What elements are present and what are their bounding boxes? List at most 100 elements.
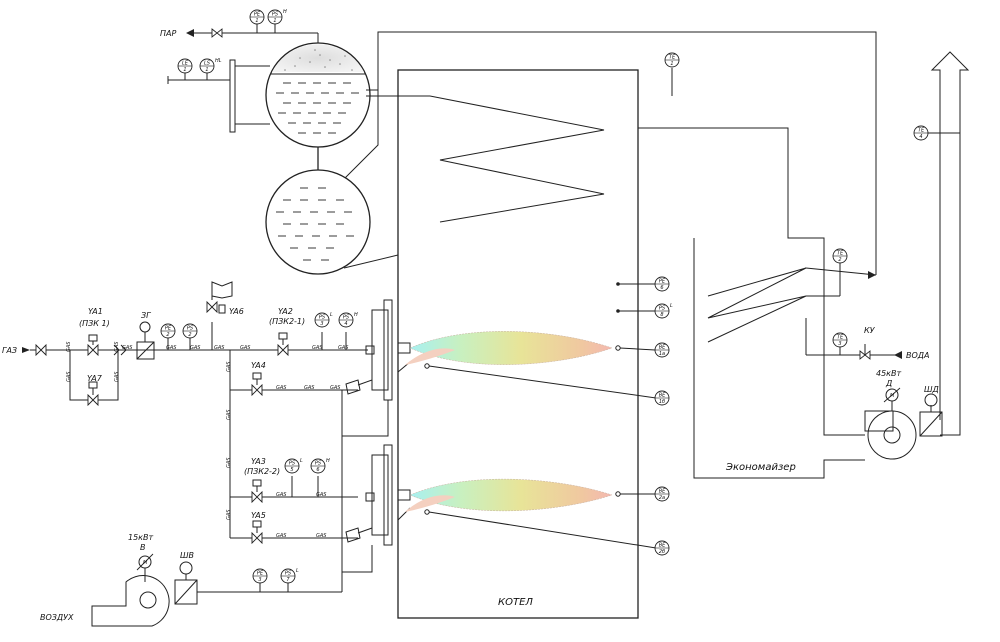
instrument-function: LS (204, 61, 211, 67)
flame-sensors (424, 282, 657, 549)
instrument-pe2: PE2 (160, 323, 176, 339)
instrument-number: 1б (659, 399, 665, 405)
instrument-number: 8 (660, 312, 663, 318)
label-ku: КУ (864, 326, 876, 335)
label-motor-v: М (143, 560, 148, 566)
instrument-number: 4 (919, 134, 922, 140)
instrument-number: 7 (286, 577, 290, 583)
gas-tag: GAS (66, 371, 72, 382)
label-water: ВОДА (906, 351, 930, 360)
instrument-function: BE (659, 393, 666, 399)
gas-tag: GAS (330, 385, 341, 391)
air-fan (91, 553, 343, 627)
gas-tag: GAS (114, 341, 120, 352)
instrument-number: 1 (255, 18, 258, 24)
instrument-number: 1 (205, 67, 208, 73)
instrument-number: 6 (660, 285, 663, 291)
instrument-number: 1 (183, 67, 186, 73)
instrument-limit-mark: L (296, 568, 299, 574)
instrument-te1: TE1 (664, 52, 680, 68)
instrument-function: BE (659, 345, 666, 351)
instrument-ps5: PS5 L (284, 458, 303, 474)
gas-tag: GAS (226, 509, 232, 520)
instrument-number: 2 (188, 332, 191, 338)
chimney (928, 51, 970, 436)
instrument-limit-mark: L (300, 458, 303, 464)
label-zg: ЗГ (141, 311, 151, 320)
instrument-function: PS (187, 326, 194, 332)
gas-tag: GAS (304, 385, 315, 391)
gas-main-line (22, 281, 368, 545)
instrument-number: 5 (290, 467, 293, 473)
instrument-pe6: PE6 (654, 276, 670, 292)
label-ya1-sub: (ПЗК 1) (79, 319, 110, 328)
instrument-function: PS (343, 315, 350, 321)
instrument-ls1: LS1 HL (199, 58, 222, 74)
gas-tag: GAS (312, 345, 323, 351)
instrument-function: PE (659, 279, 666, 285)
water-inlet (805, 318, 902, 360)
instrument-limit-mark: L (670, 303, 673, 309)
instrument-function: PS (319, 315, 326, 321)
lower-drum (265, 147, 371, 275)
gas-tag: GAS (316, 533, 327, 539)
label-ya1: YA1 (88, 307, 103, 316)
instrument-number: 2 (838, 257, 841, 263)
instrument-number: 2б (659, 549, 665, 555)
instrument-function: PS (289, 461, 296, 467)
gas-tag: GAS (190, 345, 201, 351)
instrument-function: BE (659, 543, 666, 549)
instrument-number: 3 (320, 321, 323, 327)
label-fan-d-power: 45кВт (876, 369, 902, 378)
instrument-limit-mark: H (283, 9, 287, 15)
gas-tag: GAS (66, 341, 72, 352)
label-ya3-sub: (ПЗК2-2) (244, 467, 280, 476)
burner-1 (345, 299, 613, 401)
gas-tag: GAS (276, 385, 287, 391)
gas-tag: GAS (316, 492, 327, 498)
instrument-function: PE (165, 326, 172, 332)
gas-tag: GAS (114, 371, 120, 382)
instrument-bubbles: PE1PS1HLE1LS1HLTE1TE4TE2TE3PE6PS8LBE1аBE… (160, 9, 929, 584)
instrument-te2: TE2 (832, 248, 848, 264)
instrument-limit-mark: H (354, 312, 358, 318)
instrument-ps8: PS8 L (654, 303, 673, 319)
label-ya7: YA7 (87, 374, 103, 383)
instrument-number: 4 (344, 321, 347, 327)
instrument-function: BE (659, 489, 666, 495)
steam-outlet-line (366, 31, 877, 275)
instrument-te3: TE3 (832, 332, 848, 348)
label-fan-v: В (140, 543, 146, 552)
gas-tag: GAS (338, 345, 349, 351)
instrument-te4: TE4 (913, 125, 929, 141)
label-shd: ШД (924, 385, 939, 394)
gas-tag: GAS (276, 492, 287, 498)
steam-drum (229, 42, 371, 148)
label-economizer: Экономайзер (725, 462, 796, 473)
gas-tag: GAS (166, 345, 177, 351)
label-ya2-sub: (ПЗК2-1) (269, 317, 305, 326)
instrument-function: PS (659, 306, 666, 312)
instrument-function: TE (837, 251, 844, 257)
instrument-number: 1а (659, 351, 665, 357)
label-ya4: YA4 (251, 361, 266, 370)
instrument-number: 6 (316, 467, 319, 473)
drum-water-marks (276, 82, 359, 134)
label-shv: ШВ (180, 551, 194, 560)
label-gas: ГАЗ (2, 346, 17, 355)
instrument-limit-mark: HL (215, 58, 222, 64)
gas-tag: GAS (240, 345, 251, 351)
instrument-function: TE (837, 335, 844, 341)
label-fan-v-power: 15кВт (128, 533, 154, 542)
gas-tag: GAS (226, 361, 232, 372)
label-ya3: YA3 (251, 457, 266, 466)
instrument-function: PS (315, 461, 322, 467)
instrument-function: PS (285, 571, 292, 577)
